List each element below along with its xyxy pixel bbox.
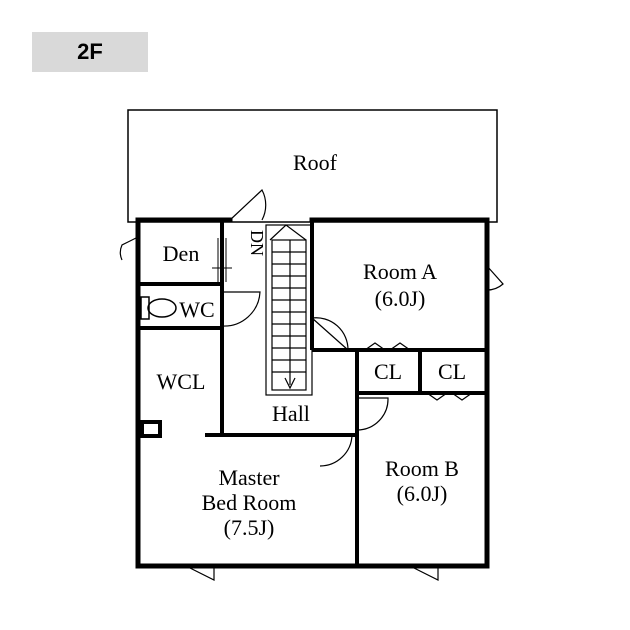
label-cl-2: CL bbox=[438, 359, 466, 384]
label-master-line2: Bed Room bbox=[202, 490, 297, 515]
floor-label: 2F bbox=[32, 32, 148, 72]
label-wc: WC bbox=[179, 297, 214, 322]
label-master-size: (7.5J) bbox=[224, 515, 275, 540]
label-wcl: WCL bbox=[157, 369, 206, 394]
label-room-a-name: Room A bbox=[363, 259, 437, 284]
staircase bbox=[265, 224, 313, 396]
label-hall: Hall bbox=[272, 401, 310, 426]
label-room-b-name: Room B bbox=[385, 456, 459, 481]
label-master-line1: Master bbox=[218, 465, 280, 490]
label-roof: Roof bbox=[293, 150, 338, 175]
label-dn: DN bbox=[247, 230, 267, 256]
wcl-niche bbox=[140, 420, 162, 438]
label-cl-1: CL bbox=[374, 359, 402, 384]
door-swings bbox=[119, 189, 504, 581]
label-den: Den bbox=[163, 241, 200, 266]
label-room-a-size: (6.0J) bbox=[375, 286, 426, 311]
label-room-b-size: (6.0J) bbox=[397, 481, 448, 506]
den-partition bbox=[212, 238, 232, 282]
toilet-fixture bbox=[140, 296, 177, 320]
